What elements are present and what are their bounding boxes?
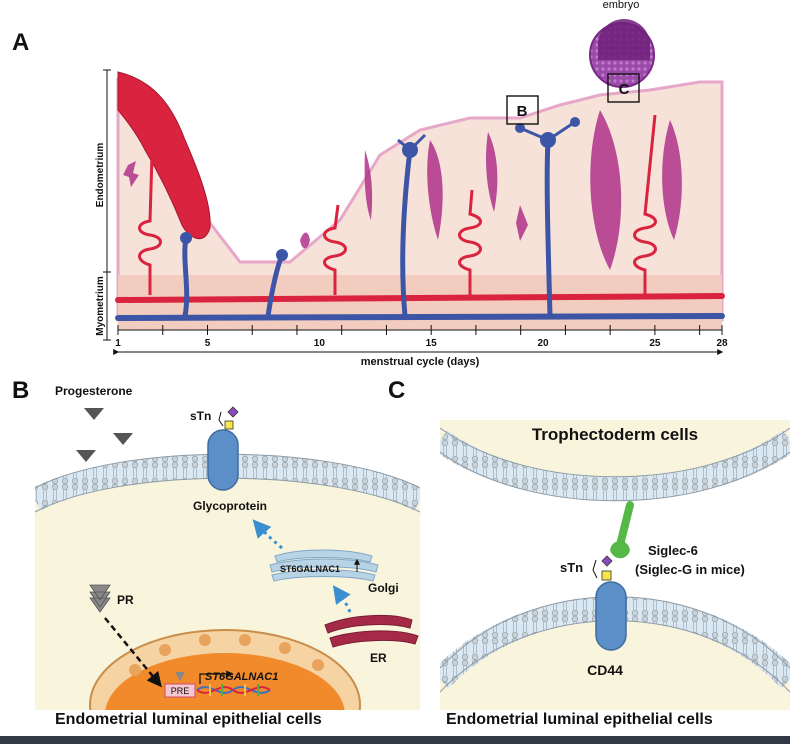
trophectoderm-label: Trophectoderm cells <box>532 425 698 444</box>
basal-vein <box>115 313 725 321</box>
glycoprotein <box>207 429 239 491</box>
x-tick-label: 15 <box>426 338 438 349</box>
myometrium-band <box>118 275 722 330</box>
basal-artery <box>115 293 725 303</box>
box-b <box>506 95 539 125</box>
golgi-label: Golgi <box>368 581 399 595</box>
sialic-acid-diamond-c <box>601 555 613 567</box>
endometrium-tissue <box>116 77 724 322</box>
box-c <box>607 73 640 103</box>
gene-label: ST6GALNAC1 <box>205 671 278 683</box>
axis-myometrium: Myometrium <box>95 276 106 336</box>
panel-a-letter: A <box>12 29 29 56</box>
gal-nac-square-b <box>224 420 234 430</box>
trophectoderm-membrane <box>440 430 790 501</box>
x-tick-label: 28 <box>716 338 728 349</box>
spiral-arteries <box>138 114 657 295</box>
siglec-6 <box>616 501 634 549</box>
box-c-label: C <box>619 81 630 98</box>
x-tick-label: 10 <box>314 338 326 349</box>
x-tick-label: 5 <box>205 338 211 349</box>
cd44 <box>595 581 627 651</box>
endometrial-glands <box>123 110 682 270</box>
golgi <box>269 549 379 582</box>
stn-label-c: sTn <box>560 560 583 575</box>
x-axis-title: menstrual cycle (days) <box>361 356 480 368</box>
nuclear-pores <box>129 634 324 676</box>
panel-b-letter: B <box>12 377 29 404</box>
gal-nac-square-c <box>601 570 612 581</box>
stn-label-b: sTn <box>190 409 211 423</box>
embryo <box>589 19 655 88</box>
x-tick-label: 1 <box>115 338 121 349</box>
box-b-label: B <box>517 103 528 120</box>
sialic-acid-diamond-b <box>227 406 239 418</box>
endoplasmic-reticulum <box>324 614 419 648</box>
embryo-label: embryo <box>603 0 640 11</box>
caption-c: Endometrial luminal epithelial cells <box>446 711 713 728</box>
shedding-tissue <box>117 71 211 239</box>
bottom-bar <box>0 736 790 744</box>
panel-a: A <box>12 0 728 368</box>
siglecg-label: (Siglec-G in mice) <box>635 562 745 577</box>
er-label: ER <box>370 651 387 665</box>
progesterone-label: Progesterone <box>55 384 133 398</box>
panel-b: B Progesterone sTn Glycopro <box>12 377 420 728</box>
x-tick-label: 25 <box>649 338 661 349</box>
pr-receptor <box>89 584 111 613</box>
caption-b: Endometrial luminal epithelial cells <box>55 711 322 728</box>
axis-endometrium: Endometrium <box>95 143 106 208</box>
dna-helix <box>196 684 271 696</box>
siglec6-label: Siglec-6 <box>648 543 698 558</box>
pre-label: PRE <box>171 686 190 696</box>
pr-label: PR <box>117 593 134 607</box>
panel-c: C Trophectoderm cells Siglec-6 (Siglec-G… <box>388 377 790 728</box>
er-to-golgi-arrow <box>332 585 352 613</box>
cd44-label: CD44 <box>587 662 623 678</box>
panel-c-letter: C <box>388 377 405 404</box>
glycoprotein-label: Glycoprotein <box>193 499 267 513</box>
x-tick-label: 20 <box>537 338 549 349</box>
progesterone-molecules <box>76 408 133 462</box>
pr-translocation-arrow <box>104 617 162 688</box>
st6galnac1-golgi: ST6GALNAC1 <box>280 564 340 574</box>
